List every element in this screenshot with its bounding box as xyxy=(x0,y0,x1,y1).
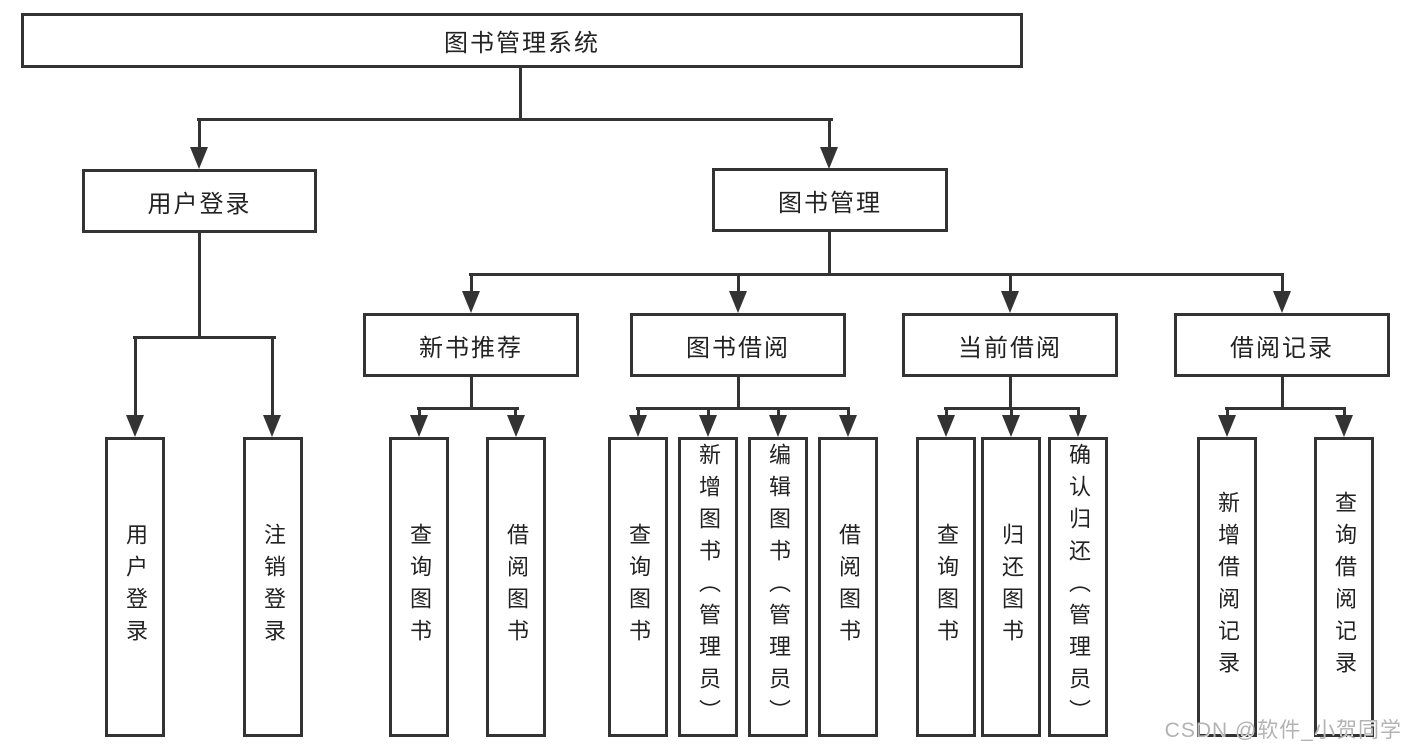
connector-line xyxy=(1009,273,1012,293)
connector-line xyxy=(636,407,850,410)
node-root-label: 图书管理系统 xyxy=(444,30,600,57)
arrow-down-icon xyxy=(629,415,647,437)
leaf-label: 借阅图书 xyxy=(836,523,861,651)
leaf-user-login: 用户登录 xyxy=(105,437,165,737)
connector-line xyxy=(418,407,421,417)
leaf-label: 查询图书 xyxy=(407,523,432,651)
connector-line xyxy=(519,66,522,120)
arrow-down-icon xyxy=(263,415,281,437)
node-current-borrowing: 当前借阅 xyxy=(902,313,1118,377)
leaf-return-books: 归还图书 xyxy=(981,437,1041,737)
leaf-query-books-recommend: 查询图书 xyxy=(389,437,449,737)
csdn-watermark: CSDN @软件_小贺同学 xyxy=(1164,719,1402,742)
arrow-down-icon xyxy=(1002,415,1020,437)
connector-line xyxy=(847,407,850,417)
connector-line xyxy=(777,407,780,417)
arrow-down-icon xyxy=(769,415,787,437)
arrow-down-icon xyxy=(507,415,525,437)
connector-line xyxy=(828,232,831,276)
leaf-label: 新增借阅记录 xyxy=(1215,491,1240,683)
arrow-down-icon xyxy=(1001,291,1019,313)
node-book-borrowing-label: 图书借阅 xyxy=(686,334,790,362)
connector-line xyxy=(1343,407,1346,417)
connector-line xyxy=(198,118,201,148)
connector-line xyxy=(1281,273,1284,293)
connector-line xyxy=(470,273,473,293)
connector-line xyxy=(945,407,948,417)
node-user-login-label: 用户登录 xyxy=(147,190,252,218)
arrow-down-icon xyxy=(1218,415,1236,437)
connector-line xyxy=(417,407,519,410)
arrow-down-icon xyxy=(937,415,955,437)
connector-line xyxy=(1281,377,1284,410)
leaf-add-borrow-record: 新增借阅记录 xyxy=(1197,437,1257,737)
node-borrow-records: 借阅记录 xyxy=(1174,313,1390,377)
connector-line xyxy=(133,336,276,339)
leaf-label: 查询图书 xyxy=(934,523,959,651)
leaf-label: 确认归还（管理员） xyxy=(1066,443,1091,731)
connector-line xyxy=(271,336,274,416)
connector-line xyxy=(1226,407,1229,417)
arrow-down-icon xyxy=(1069,415,1087,437)
node-book-management: 图书管理 xyxy=(712,168,948,232)
node-new-book-recommend: 新书推荐 xyxy=(363,313,579,377)
connector-line xyxy=(1010,407,1013,417)
connector-line xyxy=(828,118,831,148)
connector-line xyxy=(737,377,740,410)
connector-line xyxy=(1009,377,1012,410)
connector-line xyxy=(1077,407,1080,417)
leaf-label: 查询借阅记录 xyxy=(1332,491,1357,683)
node-borrow-records-label: 借阅记录 xyxy=(1230,334,1334,362)
arrow-down-icon xyxy=(1273,291,1291,313)
leaf-label: 用户登录 xyxy=(123,523,148,651)
leaf-add-books-admin: 新增图书（管理员） xyxy=(678,437,738,737)
connector-line xyxy=(737,273,740,293)
leaf-label: 借阅图书 xyxy=(504,523,529,651)
arrow-down-icon xyxy=(839,415,857,437)
leaf-edit-books-admin: 编辑图书（管理员） xyxy=(748,437,808,737)
node-new-book-recommend-label: 新书推荐 xyxy=(419,334,523,362)
arrow-down-icon xyxy=(1335,415,1353,437)
node-user-login: 用户登录 xyxy=(82,169,317,233)
leaf-confirm-return-admin: 确认归还（管理员） xyxy=(1048,437,1108,737)
leaf-query-borrow-record: 查询借阅记录 xyxy=(1314,437,1374,737)
connector-line xyxy=(469,273,1284,276)
connector-line xyxy=(514,407,517,417)
leaf-label: 归还图书 xyxy=(999,523,1024,651)
arrow-down-icon xyxy=(410,415,428,437)
node-root: 图书管理系统 xyxy=(21,13,1023,68)
connector-line xyxy=(470,377,473,410)
leaf-label: 注销登录 xyxy=(261,523,286,651)
node-book-borrowing: 图书借阅 xyxy=(630,313,846,377)
leaf-logout: 注销登录 xyxy=(243,437,303,737)
connector-line xyxy=(637,407,640,417)
connector-line xyxy=(198,233,201,339)
connector-line xyxy=(707,407,710,417)
arrow-down-icon xyxy=(729,291,747,313)
arrow-down-icon xyxy=(462,291,480,313)
connector-line xyxy=(1225,407,1346,410)
leaf-borrow-books: 借阅图书 xyxy=(818,437,878,737)
leaf-query-books-borrowing: 查询图书 xyxy=(608,437,668,737)
node-current-borrowing-label: 当前借阅 xyxy=(958,334,1062,362)
arrow-down-icon xyxy=(190,147,208,169)
leaf-label: 编辑图书（管理员） xyxy=(766,443,791,731)
leaf-label: 新增图书（管理员） xyxy=(696,443,721,731)
connector-line xyxy=(197,118,833,121)
leaf-borrow-books-recommend: 借阅图书 xyxy=(486,437,546,737)
leaf-label: 查询图书 xyxy=(626,523,651,651)
leaf-query-books-current: 查询图书 xyxy=(916,437,976,737)
connector-line xyxy=(134,336,137,416)
arrow-down-icon xyxy=(126,415,144,437)
arrow-down-icon xyxy=(820,147,838,169)
arrow-down-icon xyxy=(699,415,717,437)
node-book-management-label: 图书管理 xyxy=(778,189,882,217)
